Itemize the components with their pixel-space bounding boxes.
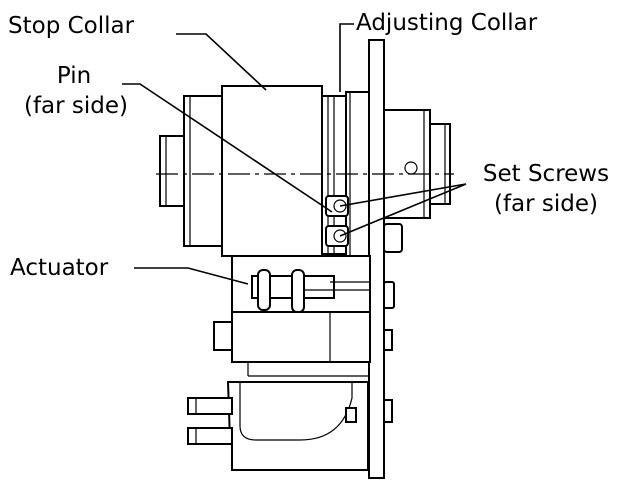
actuator-label: Actuator bbox=[10, 255, 109, 281]
set-screws bbox=[325, 195, 403, 253]
mounting-plate bbox=[368, 39, 385, 479]
adjusting-collar bbox=[345, 91, 370, 261]
pin-label-line2: (far side) bbox=[24, 93, 128, 119]
right-hub bbox=[383, 109, 451, 219]
set-screws-label-line1: Set Screws bbox=[483, 161, 609, 187]
pin-label-line1: Pin bbox=[57, 63, 91, 89]
stop-collar bbox=[183, 85, 323, 257]
solenoid-body bbox=[213, 311, 393, 363]
actuator-leader bbox=[134, 267, 249, 285]
adjusting-collar-leader bbox=[339, 23, 354, 92]
adjusting-collar-label: Adjusting Collar bbox=[356, 10, 538, 36]
leader-lines bbox=[122, 23, 467, 285]
pin-leader bbox=[122, 83, 333, 213]
stop-collar-leader bbox=[176, 33, 267, 91]
set-screws-leader-1 bbox=[339, 183, 467, 207]
set-screws-label-line2: (far side) bbox=[494, 191, 598, 217]
set-screws-leader-2 bbox=[339, 183, 467, 237]
stop-collar-label: Stop Collar bbox=[8, 13, 135, 39]
actuator bbox=[231, 255, 395, 313]
left-shaft bbox=[159, 135, 185, 207]
lower-housing bbox=[187, 362, 393, 471]
